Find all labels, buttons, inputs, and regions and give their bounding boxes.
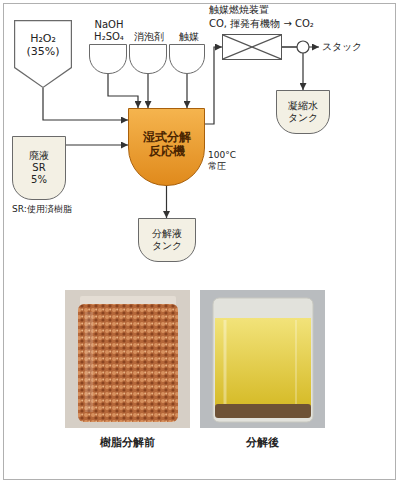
flow-arrow — [147, 74, 148, 108]
node-text: H₂O₂ (35%) — [23, 32, 63, 58]
liquid-jar — [213, 298, 313, 422]
reagent-hopper: NaOH H₂SO₄ — [89, 44, 127, 74]
node-text: スタック — [322, 41, 362, 53]
flow-arrow — [282, 47, 303, 90]
node-text: 消泡剤 — [125, 31, 173, 43]
node-text: 湿式分解 反応機 — [137, 130, 197, 159]
flow-arrow — [43, 88, 128, 120]
resin-jar — [78, 304, 178, 422]
node-text: CO, 揮発有機物 → CO₂ — [209, 18, 314, 30]
photo-background — [200, 290, 325, 428]
jar-highlight — [85, 312, 93, 412]
node-text: 分解液 タンク — [147, 228, 187, 252]
cross-line — [223, 35, 281, 59]
product-tank: 分解液 タンク — [138, 218, 196, 262]
reagent-hopper: 触媒 — [169, 44, 205, 74]
flow-arrow — [66, 144, 128, 145]
note-label: 100°C 常圧 — [208, 150, 240, 172]
condensate-tank: 凝縮水 タンク — [276, 90, 330, 134]
note-label: SR:使用済樹脂 — [12, 204, 72, 215]
reactor-vessel: 湿式分解 反応機 — [128, 108, 205, 186]
waste-tank: 廃液 SR 5% — [12, 136, 66, 200]
flow-arrow — [108, 74, 138, 108]
separator-circle — [297, 41, 309, 53]
reagent-hopper: 消泡剤 — [129, 44, 167, 74]
flow-arrow — [205, 47, 222, 124]
stack-outlet: スタック — [320, 40, 364, 54]
tank-shape — [15, 21, 72, 88]
flow-arrow — [186, 74, 187, 108]
cross-mark — [223, 35, 281, 59]
node-text: 凝縮水 タンク — [283, 100, 323, 124]
node-text: 廃液 SR 5% — [25, 150, 53, 186]
note-label: 樹脂分解前 — [65, 436, 190, 449]
flow-arrow — [166, 186, 167, 218]
node-text: NaOH H₂SO₄ — [85, 19, 133, 42]
combustion-unit: 触媒燃焼装置CO, 揮発有機物 → CO₂ — [222, 34, 282, 60]
yellow-liquid — [215, 318, 311, 406]
node-text: 触媒 — [165, 31, 213, 43]
cross-line — [223, 35, 281, 59]
jar-highlight — [295, 320, 297, 404]
note-label: 分解後 — [200, 436, 325, 449]
reagent-tank: H₂O₂ (35%) — [14, 20, 72, 88]
sediment — [215, 404, 311, 418]
jar-highlight — [224, 320, 227, 404]
node-text: 触媒燃焼装置 — [209, 4, 269, 16]
photo-background — [65, 290, 190, 428]
